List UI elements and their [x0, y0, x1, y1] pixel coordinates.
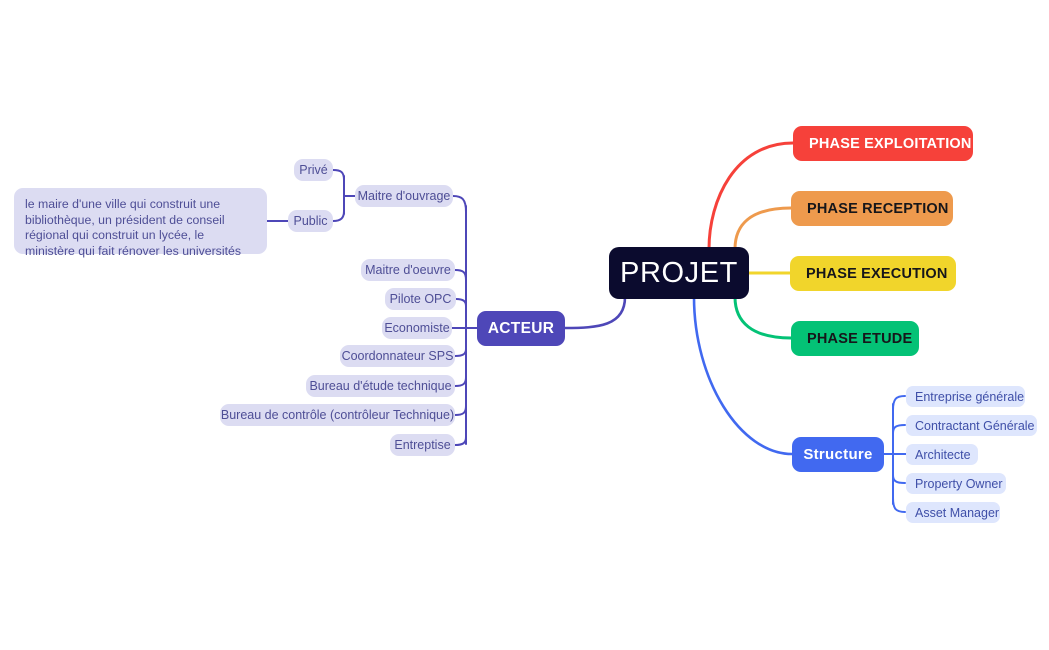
phase-label-etude: PHASE ETUDE — [807, 330, 913, 347]
phase-node-etude[interactable]: PHASE ETUDE — [791, 321, 919, 356]
leaf-node-pilote-opc[interactable]: Pilote OPC — [385, 288, 456, 310]
edge-acteur-maitre-douvrage — [452, 195, 467, 213]
edge-structure-property-owner — [892, 474, 906, 484]
phase-node-exploitation[interactable]: PHASE EXPLOITATION — [793, 126, 973, 161]
edge-projet-phase-exploitation — [707, 141, 795, 251]
edge-acteur-trunk — [465, 205, 478, 445]
leaf-node-maitre-douvrage[interactable]: Maitre d'ouvrage — [355, 185, 453, 207]
leaf-label-architecte: Architecte — [915, 447, 971, 462]
leaf-node-asset-manager[interactable]: Asset Manager — [906, 502, 1000, 523]
leaf-label-bureau-etude-technique: Bureau d'étude technique — [309, 379, 452, 393]
leaf-label-public: Public — [293, 214, 328, 228]
leaf-node-public[interactable]: Public — [288, 210, 333, 232]
edge-projet-acteur — [563, 295, 627, 330]
leaf-node-entreptise[interactable]: Entreptise — [390, 434, 455, 456]
edge-structure-entreprise-generale — [892, 395, 906, 411]
leaf-label-contractant-generale: Contractant Générale — [915, 418, 1035, 433]
edge-maitre-douvrage-public — [332, 210, 345, 222]
leaf-node-contractant-generale[interactable]: Contractant Générale — [906, 415, 1037, 436]
branch-label-acteur: ACTEUR — [487, 319, 555, 337]
leaf-node-economiste[interactable]: Economiste — [382, 317, 452, 339]
phase-label-reception: PHASE RECEPTION — [807, 200, 949, 217]
phase-node-reception[interactable]: PHASE RECEPTION — [791, 191, 953, 226]
leaf-node-entreprise-generale[interactable]: Entreprise générale — [906, 386, 1025, 407]
leaf-label-entreptise: Entreptise — [394, 438, 451, 452]
edge-acteur-entreptise — [454, 436, 467, 446]
root-node-projet[interactable]: PROJET — [609, 247, 749, 299]
leaf-label-property-owner: Property Owner — [915, 476, 1003, 491]
leaf-node-property-owner[interactable]: Property Owner — [906, 473, 1006, 494]
branch-node-acteur[interactable]: ACTEUR — [477, 311, 565, 346]
leaf-node-maitre-doeuvre[interactable]: Maitre d'oeuvre — [361, 259, 455, 281]
leaf-label-economiste: Economiste — [384, 321, 450, 335]
leaf-label-maitre-doeuvre: Maitre d'oeuvre — [365, 263, 451, 277]
edge-maitre-douvrage-prive — [332, 169, 345, 181]
branch-label-structure: Structure — [803, 446, 873, 463]
edge-acteur-bureau-etude-technique — [454, 376, 467, 387]
edge-projet-structure — [692, 295, 794, 456]
leaf-label-bureau-de-controle: Bureau de contrôle (contrôleur Technique… — [220, 408, 455, 422]
leaf-node-bureau-de-controle[interactable]: Bureau de contrôle (contrôleur Technique… — [220, 404, 455, 426]
leaf-node-coordonnateur-sps[interactable]: Coordonnateur SPS — [340, 345, 455, 367]
edge-projet-phase-reception — [733, 206, 793, 251]
note-box-maire-ville[interactable]: le maire d'une ville qui construit une b… — [14, 188, 267, 258]
phase-label-execution: PHASE EXECUTION — [806, 265, 948, 282]
note-box-text: le maire d'une ville qui construit une b… — [25, 197, 241, 258]
edge-acteur-coordonnateur-sps — [454, 348, 467, 357]
edge-maitre-douvrage-trunk — [343, 175, 356, 215]
leaf-node-prive[interactable]: Privé — [294, 159, 333, 181]
leaf-label-pilote-opc: Pilote OPC — [389, 292, 452, 306]
leaf-label-prive: Privé — [299, 163, 328, 177]
phase-label-exploitation: PHASE EXPLOITATION — [809, 135, 972, 152]
leaf-label-maitre-douvrage: Maitre d'ouvrage — [357, 189, 451, 203]
edge-structure-contractant-generale — [892, 424, 906, 434]
branch-node-structure[interactable]: Structure — [792, 437, 884, 472]
leaf-label-coordonnateur-sps: Coordonnateur SPS — [341, 349, 454, 363]
edge-structure-trunk — [883, 403, 894, 505]
edge-acteur-maitre-doeuvre — [454, 269, 467, 281]
leaf-node-bureau-etude-technique[interactable]: Bureau d'étude technique — [306, 375, 455, 397]
leaf-label-asset-manager: Asset Manager — [915, 505, 1000, 520]
edge-structure-asset-manager — [892, 497, 906, 513]
edge-projet-phase-etude — [733, 295, 793, 340]
edge-acteur-bureau-de-controle — [454, 405, 467, 416]
leaf-node-architecte[interactable]: Architecte — [906, 444, 978, 465]
edge-acteur-pilote-opc — [455, 298, 467, 307]
phase-node-execution[interactable]: PHASE EXECUTION — [790, 256, 956, 291]
root-node-label: PROJET — [620, 256, 738, 289]
leaf-label-entreprise-generale: Entreprise générale — [915, 389, 1025, 404]
